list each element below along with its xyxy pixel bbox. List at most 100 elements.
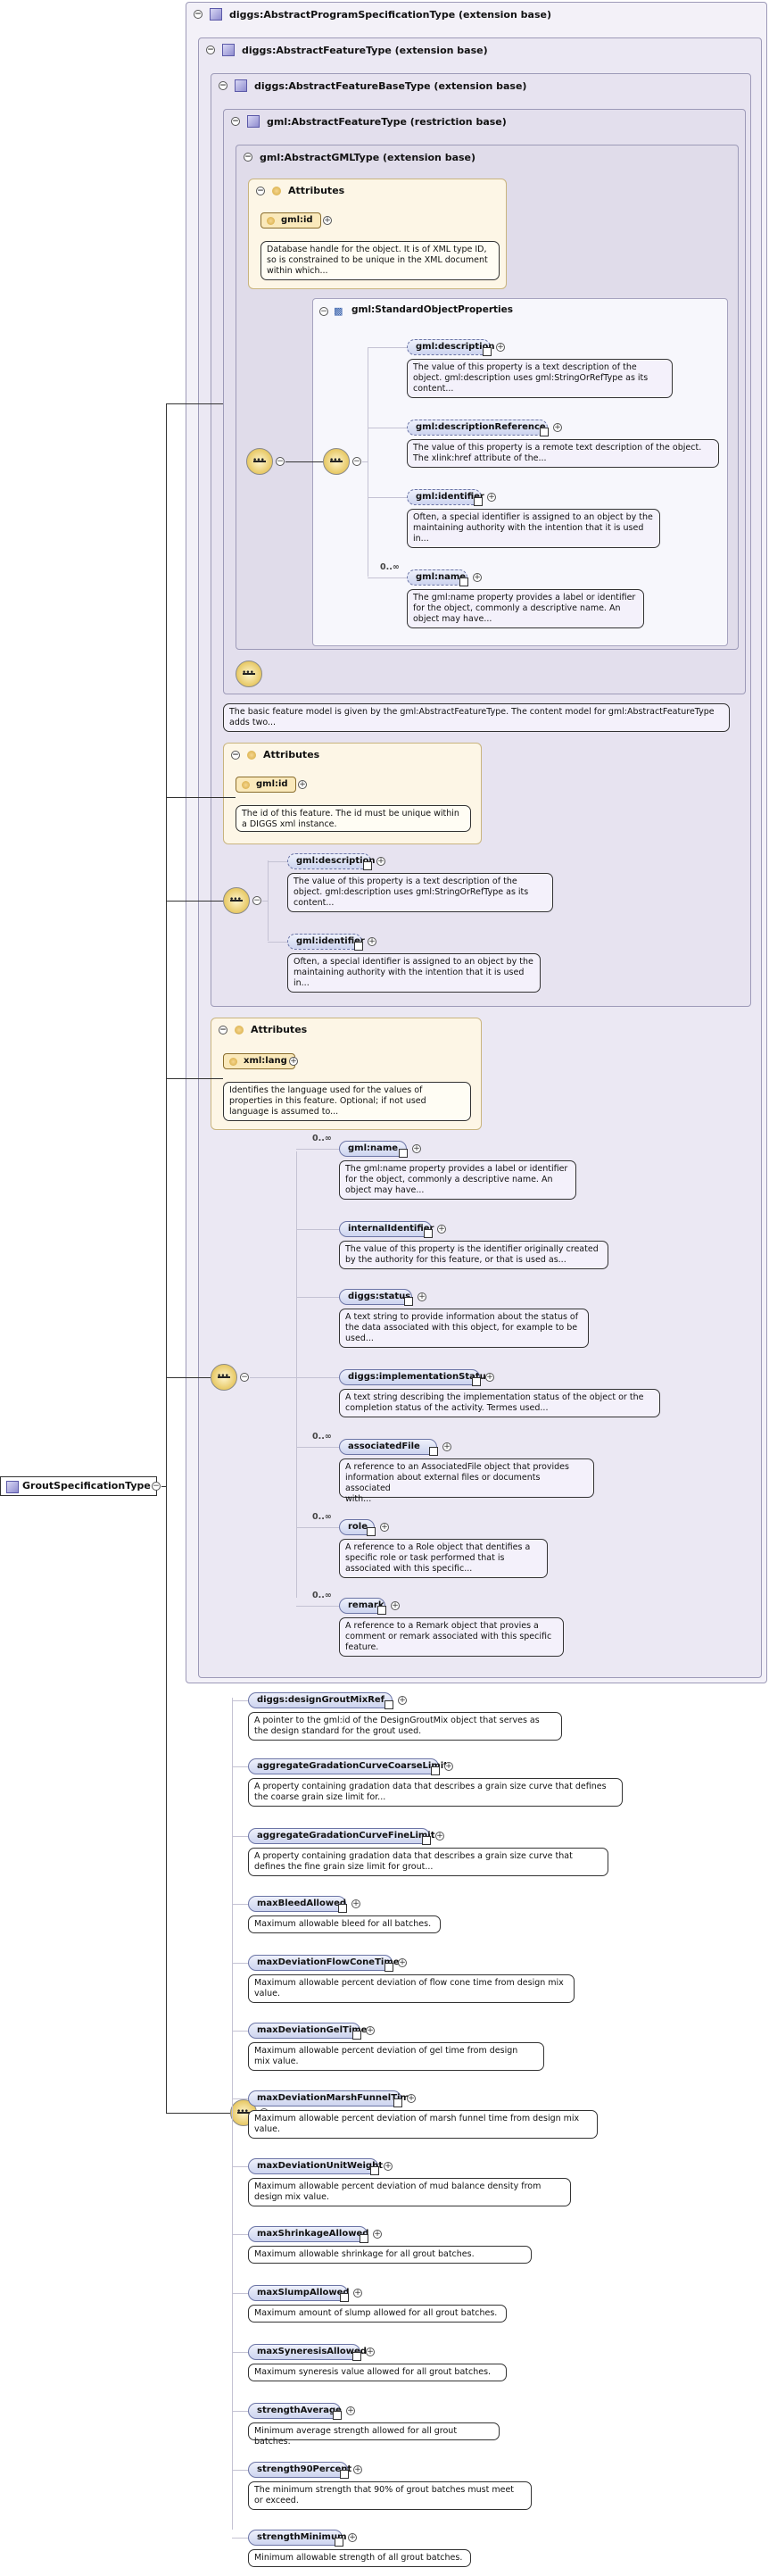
connector-line bbox=[232, 2470, 248, 2471]
expand-icon[interactable]: + bbox=[487, 493, 496, 502]
element-diggs-designgroutmixref[interactable]: diggs:designGroutMixRef bbox=[248, 1692, 393, 1709]
ext-header-label: diggs:AbstractFeatureType (extension bas… bbox=[242, 44, 488, 56]
connector-line bbox=[268, 860, 269, 941]
expand-icon[interactable]: + bbox=[348, 2533, 357, 2542]
expand-icon[interactable]: + bbox=[353, 2465, 362, 2474]
element-diggs-status[interactable]: diggs:status bbox=[339, 1289, 413, 1306]
connector-line bbox=[232, 1904, 248, 1905]
expand-icon[interactable]: + bbox=[298, 780, 307, 789]
element-gml-identifier[interactable]: gml:identifier bbox=[407, 489, 484, 506]
element-internalidentifier[interactable]: internalIdentifier bbox=[339, 1221, 434, 1238]
collapse-icon[interactable]: − bbox=[219, 81, 227, 90]
expand-icon[interactable]: + bbox=[437, 1225, 446, 1234]
element-maxsyneresisallowed[interactable]: maxSyneresisAllowed bbox=[248, 2344, 367, 2361]
cardinality-label: 0..∞ bbox=[312, 1432, 332, 1442]
expand-icon[interactable]: + bbox=[553, 423, 562, 432]
attribute-gml-id[interactable]: gml:id bbox=[260, 212, 321, 229]
connector-line bbox=[268, 942, 287, 943]
expand-icon[interactable]: + bbox=[323, 216, 332, 225]
sequence-icon[interactable] bbox=[323, 448, 350, 475]
element-aggregategradationcurvefinelimit[interactable]: aggregateGradationCurveFineLimit bbox=[248, 1828, 435, 1845]
collapse-icon[interactable]: − bbox=[152, 1482, 161, 1491]
element-maxshrinkageallowed[interactable]: maxShrinkageAllowed bbox=[248, 2226, 368, 2243]
collapse-icon[interactable]: − bbox=[352, 457, 361, 466]
element-maxdeviationflowconetime[interactable]: maxDeviationFlowConeTime bbox=[248, 1955, 400, 1972]
expand-icon[interactable]: + bbox=[435, 1832, 444, 1841]
documentation-box: A text string describing the implementat… bbox=[339, 1389, 660, 1417]
ext-header-label: gml:AbstractFeatureType (restriction bas… bbox=[267, 115, 507, 128]
expand-icon[interactable]: + bbox=[391, 1601, 400, 1610]
expand-icon[interactable]: + bbox=[407, 2094, 416, 2103]
sequence-icon[interactable] bbox=[223, 887, 250, 914]
collapse-icon[interactable]: − bbox=[231, 117, 240, 126]
attribute-gml-id[interactable]: gml:id bbox=[236, 777, 296, 793]
connector-line bbox=[232, 2411, 248, 2412]
collapse-icon[interactable]: − bbox=[319, 307, 328, 316]
expand-icon[interactable]: + bbox=[351, 1899, 360, 1908]
connector-line bbox=[166, 1078, 223, 1079]
expand-icon[interactable]: + bbox=[496, 343, 505, 352]
element-maxbleedallowed[interactable]: maxBleedAllowed bbox=[248, 1896, 347, 1913]
expand-icon[interactable]: + bbox=[418, 1292, 426, 1301]
element-aggregategradationcurvecoarselimit[interactable]: aggregateGradationCurveCoarseLimit bbox=[248, 1758, 448, 1775]
element-maxslumpallowed[interactable]: maxSlumpAllowed bbox=[248, 2285, 350, 2302]
element-gml-name[interactable]: gml:name bbox=[339, 1141, 408, 1158]
element-diggs-implementationstatus[interactable]: diggs:implementationStatus bbox=[339, 1369, 492, 1386]
expand-icon[interactable]: + bbox=[366, 2347, 375, 2356]
collapse-icon[interactable]: − bbox=[256, 186, 265, 195]
element-strengthaverage[interactable]: strengthAverage bbox=[248, 2403, 342, 2420]
expand-icon[interactable]: + bbox=[376, 857, 385, 866]
collapse-icon[interactable]: − bbox=[194, 10, 203, 19]
expand-icon[interactable]: + bbox=[368, 937, 376, 946]
expand-icon[interactable]: + bbox=[373, 2230, 382, 2239]
documentation-box: The id of this feature. The id must be u… bbox=[236, 805, 471, 832]
expand-icon[interactable]: + bbox=[289, 1057, 298, 1066]
expand-icon[interactable]: + bbox=[412, 1144, 421, 1153]
ext-header-label: diggs:AbstractFeatureBaseType (extension… bbox=[254, 79, 527, 92]
connector-line bbox=[166, 797, 236, 798]
collapse-icon[interactable]: − bbox=[276, 457, 285, 466]
element-gml-description[interactable]: gml:description bbox=[407, 339, 495, 356]
expand-icon[interactable]: + bbox=[366, 2026, 375, 2035]
element-gml-description[interactable]: gml:description bbox=[287, 853, 376, 870]
expand-icon[interactable]: + bbox=[444, 1762, 453, 1771]
element-maxdeviationunitweight[interactable]: maxDeviationUnitWeight bbox=[248, 2158, 383, 2175]
element-gml-identifier[interactable]: gml:identifier bbox=[287, 934, 365, 951]
expand-icon[interactable]: + bbox=[346, 2406, 355, 2415]
expand-icon[interactable]: + bbox=[384, 2162, 393, 2171]
element-maxdeviationgeltime[interactable]: maxDeviationGelTime bbox=[248, 2023, 367, 2040]
element-maxdeviationmarshfunneltime[interactable]: maxDeviationMarshFunnelTime bbox=[248, 2090, 416, 2107]
expand-icon[interactable]: + bbox=[380, 1523, 389, 1532]
expand-icon[interactable]: + bbox=[398, 1696, 407, 1705]
collapse-icon[interactable]: − bbox=[206, 46, 215, 54]
attributes-icon bbox=[272, 186, 281, 195]
documentation-box: Database handle for the object. It is of… bbox=[260, 241, 500, 280]
sequence-icon[interactable] bbox=[211, 1364, 237, 1391]
element-strengthminimum[interactable]: strengthMinimum bbox=[248, 2530, 347, 2547]
collapse-icon[interactable]: − bbox=[219, 1025, 227, 1035]
connector-line bbox=[232, 1836, 248, 1837]
root-type-node[interactable]: GroutSpecificationType bbox=[0, 1476, 157, 1496]
expand-icon[interactable]: + bbox=[398, 1958, 407, 1967]
collapse-icon[interactable]: − bbox=[244, 153, 252, 162]
cardinality-label: 0..∞ bbox=[380, 562, 400, 572]
expand-icon[interactable]: + bbox=[473, 573, 482, 582]
collapse-icon[interactable]: − bbox=[252, 896, 261, 905]
attribute-xml-lang[interactable]: xml:lang bbox=[223, 1053, 295, 1069]
connector-line bbox=[232, 1963, 248, 1964]
element-role[interactable]: role bbox=[339, 1519, 376, 1536]
element-associatedfile[interactable]: associatedFile bbox=[339, 1439, 438, 1456]
connector-line bbox=[368, 347, 407, 348]
sequence-icon[interactable] bbox=[246, 448, 273, 475]
expand-icon[interactable]: + bbox=[442, 1442, 451, 1451]
element-gml-descriptionreference[interactable]: gml:descriptionReference bbox=[407, 420, 549, 436]
element-strength90percent[interactable]: strength90Percent bbox=[248, 2462, 351, 2479]
collapse-icon[interactable]: − bbox=[231, 750, 240, 760]
expand-icon[interactable]: + bbox=[353, 2289, 362, 2298]
sequence-icon[interactable] bbox=[236, 661, 262, 687]
element-remark[interactable]: remark bbox=[339, 1598, 386, 1615]
element-gml-name[interactable]: gml:name bbox=[407, 569, 468, 586]
expand-icon[interactable]: + bbox=[485, 1373, 494, 1382]
collapse-icon[interactable]: − bbox=[240, 1373, 249, 1382]
ext-header-label: gml:AbstractGMLType (extension base) bbox=[260, 151, 476, 163]
